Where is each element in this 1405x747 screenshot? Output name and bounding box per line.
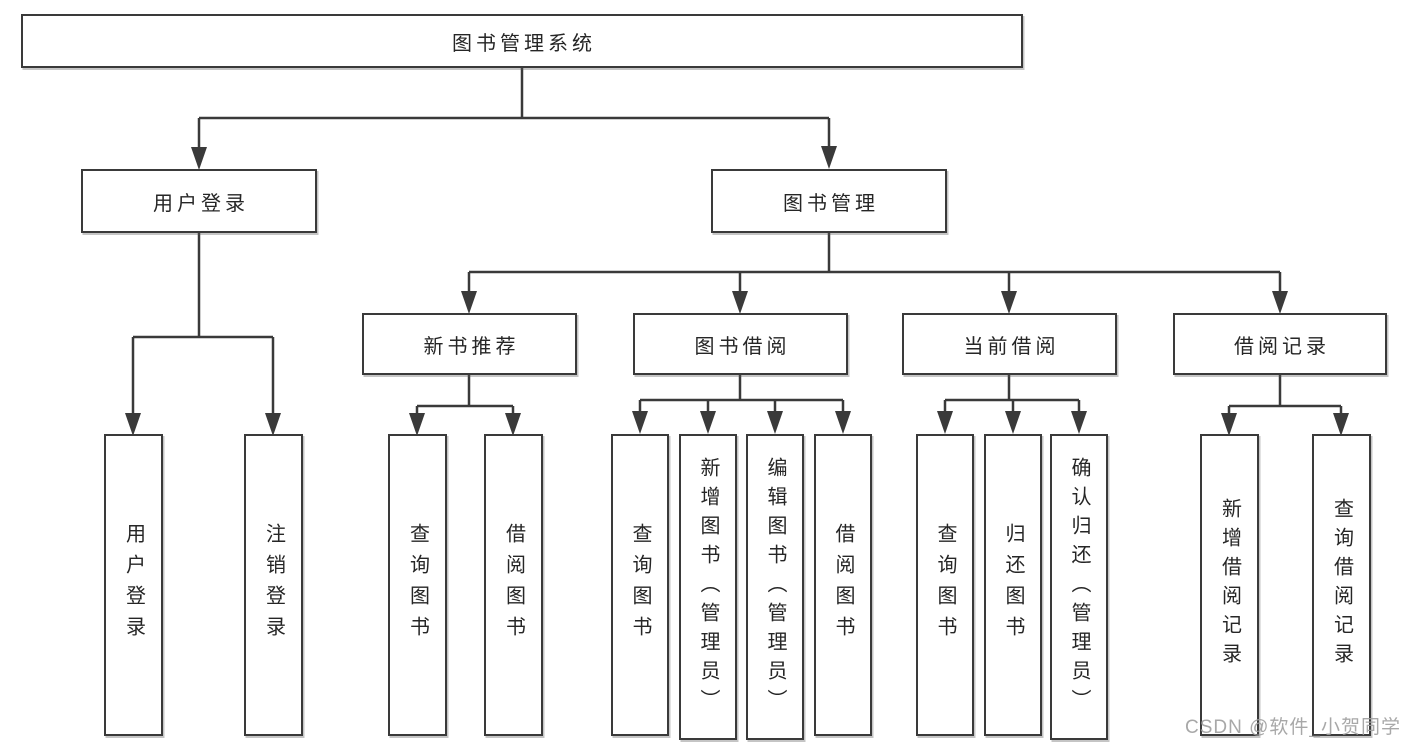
leaf-label: 查询借阅记录 bbox=[1330, 498, 1353, 672]
node-book-management: 图书管理 bbox=[711, 169, 947, 233]
leaf-logout: 注销登录 bbox=[244, 434, 303, 736]
leaf-label: 查询图书 bbox=[406, 523, 429, 647]
leaf-label: 借阅图书 bbox=[502, 523, 525, 647]
leaf-label: 确认归还（管理员） bbox=[1068, 456, 1090, 718]
node-borrow-records: 借阅记录 bbox=[1173, 313, 1387, 375]
leaf-label: 新增借阅记录 bbox=[1218, 498, 1241, 672]
leaf-query-books-1: 查询图书 bbox=[388, 434, 447, 736]
leaf-label: 查询图书 bbox=[934, 523, 956, 647]
connector-records-children bbox=[1221, 375, 1349, 436]
leaf-confirm-return-admin: 确认归还（管理员） bbox=[1050, 434, 1108, 740]
leaf-borrow-books-2: 借阅图书 bbox=[814, 434, 872, 736]
node-new-book-recommend: 新书推荐 bbox=[362, 313, 577, 375]
node-user-login: 用户登录 bbox=[81, 169, 317, 233]
leaf-query-books-3: 查询图书 bbox=[916, 434, 974, 736]
node-root-library-system: 图书管理系统 bbox=[21, 14, 1023, 68]
leaf-query-books-2: 查询图书 bbox=[611, 434, 669, 736]
leaf-add-book-admin: 新增图书（管理员） bbox=[679, 434, 737, 740]
leaf-label: 注销登录 bbox=[262, 523, 285, 647]
connector-bookmgmt-children bbox=[461, 233, 1288, 314]
node-current-borrow: 当前借阅 bbox=[902, 313, 1117, 375]
leaf-query-borrow-record: 查询借阅记录 bbox=[1312, 434, 1371, 736]
leaf-label: 查询图书 bbox=[629, 523, 651, 647]
leaf-user-login: 用户登录 bbox=[104, 434, 163, 736]
leaf-label: 借阅图书 bbox=[832, 523, 854, 647]
connector-root-to-level2 bbox=[191, 68, 837, 170]
leaf-return-book: 归还图书 bbox=[984, 434, 1042, 736]
connector-current-children bbox=[937, 375, 1087, 434]
connector-newbook-children bbox=[409, 375, 521, 436]
leaf-label: 归还图书 bbox=[1002, 523, 1024, 647]
leaf-borrow-books-1: 借阅图书 bbox=[484, 434, 543, 736]
csdn-watermark: CSDN @软件_小贺同学 bbox=[1185, 717, 1401, 738]
leaf-edit-book-admin: 编辑图书（管理员） bbox=[746, 434, 804, 740]
leaf-label: 编辑图书（管理员） bbox=[764, 456, 786, 718]
leaf-add-borrow-record: 新增借阅记录 bbox=[1200, 434, 1259, 736]
connector-borrow-children bbox=[632, 375, 851, 434]
node-book-borrow: 图书借阅 bbox=[633, 313, 848, 375]
connector-userlogin-children bbox=[125, 233, 281, 436]
leaf-label: 新增图书（管理员） bbox=[697, 456, 719, 718]
leaf-label: 用户登录 bbox=[122, 523, 145, 647]
